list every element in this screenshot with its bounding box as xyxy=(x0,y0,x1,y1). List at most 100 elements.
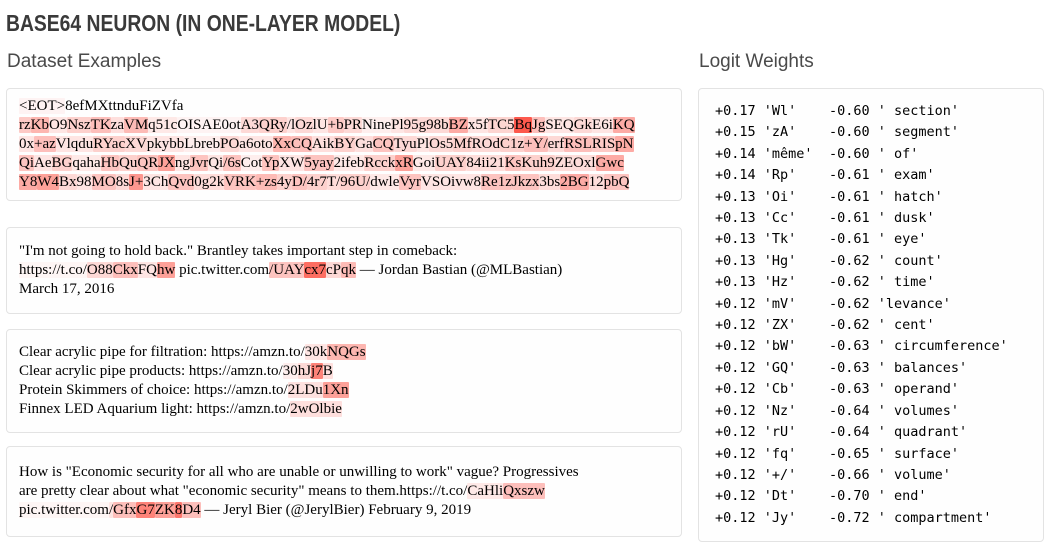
highlighted-token: Bq xyxy=(514,117,532,133)
positive-logit: +0.15 'zA' xyxy=(715,124,797,141)
highlighted-token: pbQ xyxy=(603,174,630,190)
negative-logit: -0.61 ' exam' xyxy=(829,167,935,184)
highlighted-token: VSOivw8 xyxy=(421,174,482,190)
highlighted-token: RIS xyxy=(591,136,616,152)
highlighted-token: ZEOxl xyxy=(554,155,596,171)
positive-logit: +0.12 'fq' xyxy=(715,445,797,462)
highlighted-token: 30k xyxy=(304,344,328,360)
highlighted-token: VM xyxy=(124,117,149,133)
example-text-line: QiAeBGqahaHbQuQRJXngJvrQi/6sCotYpXW5yay2… xyxy=(19,154,669,173)
highlighted-token: erf xyxy=(547,136,565,152)
negative-logit: -0.61 ' eye' xyxy=(829,231,927,248)
highlighted-token: D/ xyxy=(291,174,307,190)
highlighted-token: PO xyxy=(220,136,240,152)
highlighted-token: za xyxy=(110,117,124,133)
highlighted-token: 0x xyxy=(19,136,34,152)
example-text-line: How is "Economic security for all who ar… xyxy=(19,463,669,482)
example-text-line: pic.twitter.com/GfxG7ZK8D4 — Jeryl Bier … xyxy=(19,501,669,520)
highlighted-token: Oz xyxy=(295,117,313,133)
logit-weight-row: +0.13 'Cc'-0.61 ' dusk' xyxy=(715,208,1027,229)
example-text-line: Finnex LED Aquarium light: https://amzn.… xyxy=(19,400,669,419)
highlighted-token: hJ xyxy=(297,363,312,379)
highlighted-token: ZK xyxy=(154,502,175,518)
token: — Jordan Bastian (@MLBastian) xyxy=(356,262,563,278)
highlighted-token: https://t.co/ xyxy=(19,262,87,278)
example-text-line: 0x+azVlqduRYacXVpkybbLbrebPOa6otoXxCQAik… xyxy=(19,135,669,154)
highlighted-token: XV xyxy=(125,136,147,152)
highlighted-token: RSL xyxy=(564,136,592,152)
positive-logit: +0.12 'ZX' xyxy=(715,317,797,334)
logit-weight-row: +0.12 'Jy'-0.72 ' compartment' xyxy=(715,508,1027,529)
highlighted-token: BZ xyxy=(448,117,468,133)
highlighted-token: qaha xyxy=(72,155,101,171)
highlighted-token: C1z xyxy=(500,136,525,152)
highlighted-token: VRK xyxy=(224,174,256,190)
example-text-line: "I'm not going to hold back." Brantley t… xyxy=(19,242,669,261)
highlighted-token: Ckx xyxy=(112,262,138,278)
token: pic.twitter.com xyxy=(175,262,270,278)
dataset-example-card: Clear acrylic pipe for filtration: https… xyxy=(6,329,682,433)
positive-logit: +0.13 'Cc' xyxy=(715,210,797,227)
highlighted-token: cx7 xyxy=(304,262,327,278)
highlighted-token: Qxszw xyxy=(503,483,545,499)
token: Finnex LED Aquarium light: https://amzn.… xyxy=(19,401,291,417)
positive-logit: +0.12 'Nz' xyxy=(715,402,797,419)
highlighted-token: Jkzx xyxy=(511,174,540,190)
positive-logit: +0.13 'Hg' xyxy=(715,252,797,269)
highlighted-token: Qi xyxy=(208,155,224,171)
negative-logit: -0.60 ' segment' xyxy=(829,124,960,141)
highlighted-token: NQGs xyxy=(327,344,366,360)
highlighted-token: +az xyxy=(34,136,56,152)
highlighted-token: Xx xyxy=(272,136,291,152)
highlighted-token: ng xyxy=(174,155,190,171)
positive-logit: +0.13 'Oi' xyxy=(715,188,797,205)
highlighted-token: pN xyxy=(615,136,634,152)
highlighted-token: 4r7 xyxy=(306,174,327,190)
highlighted-token: +b xyxy=(327,117,344,133)
highlighted-token: O88 xyxy=(86,262,113,278)
highlighted-token: /UAY xyxy=(269,262,305,278)
logit-weight-row: +0.12 'Dt'-0.70 ' end' xyxy=(715,486,1027,507)
example-text-line: are pretty clear about what "economic se… xyxy=(19,482,669,501)
highlighted-token: Ae xyxy=(34,155,52,171)
highlighted-token: Ga xyxy=(355,136,373,152)
highlighted-token: / xyxy=(108,502,114,518)
logit-weights-section: Logit Weights +0.17 'Wl'-0.60 ' section'… xyxy=(698,51,1044,543)
highlighted-token: 84ii21 xyxy=(466,155,505,171)
highlighted-token: 30 xyxy=(282,363,298,379)
highlighted-token: OISAE0ot xyxy=(177,117,241,133)
highlighted-token: Qu xyxy=(119,155,138,171)
negative-logit: -0.70 ' end' xyxy=(829,488,927,505)
highlighted-token: Jvr xyxy=(189,155,209,171)
token: 8efMXttnduFiZVfa xyxy=(65,98,184,114)
token: "I'm not going to hold back." Brantley t… xyxy=(19,243,458,259)
highlighted-token: pic.twitter.com xyxy=(19,502,109,518)
example-text-line: Protein Skimmers of choice: https://amzn… xyxy=(19,381,669,400)
positive-logit: +0.12 'GQ' xyxy=(715,359,797,376)
highlighted-token: Mf xyxy=(453,136,472,152)
highlighted-token: 96U/ xyxy=(340,174,371,190)
positive-logit: +0.14 'Rp' xyxy=(715,167,797,184)
positive-logit: +0.12 'rU' xyxy=(715,424,797,441)
highlighted-token: BY xyxy=(334,136,356,152)
logit-weight-row: +0.12 'Nz' -0.64 ' volumes' xyxy=(715,401,1027,422)
dataset-examples-heading: Dataset Examples xyxy=(7,51,162,72)
highlighted-token: QRy xyxy=(259,117,287,133)
token: Protein Skimmers of choice: https://amzn… xyxy=(19,382,288,398)
highlighted-token: /6s xyxy=(223,155,241,171)
highlighted-token: qk xyxy=(341,262,357,278)
logit-weight-row: +0.13 'Tk'-0.61 ' eye' xyxy=(715,229,1027,250)
highlighted-token: Gwc xyxy=(595,155,624,171)
negative-logit: -0.64 ' volumes' xyxy=(829,402,960,419)
highlighted-token: Tyu xyxy=(393,136,417,152)
highlighted-token: q51c xyxy=(148,117,178,133)
highlighted-token: CaHli xyxy=(467,483,504,499)
highlighted-token: Kb xyxy=(30,117,49,133)
highlighted-token: 5yay xyxy=(304,155,334,171)
logit-weight-row: +0.14 'Rp' -0.61 ' exam' xyxy=(715,165,1027,186)
negative-logit: -0.61 ' hatch' xyxy=(829,188,943,205)
highlighted-token: hw xyxy=(156,262,176,278)
highlighted-token: Re1z xyxy=(481,174,512,190)
highlighted-token: D4 xyxy=(182,502,201,518)
